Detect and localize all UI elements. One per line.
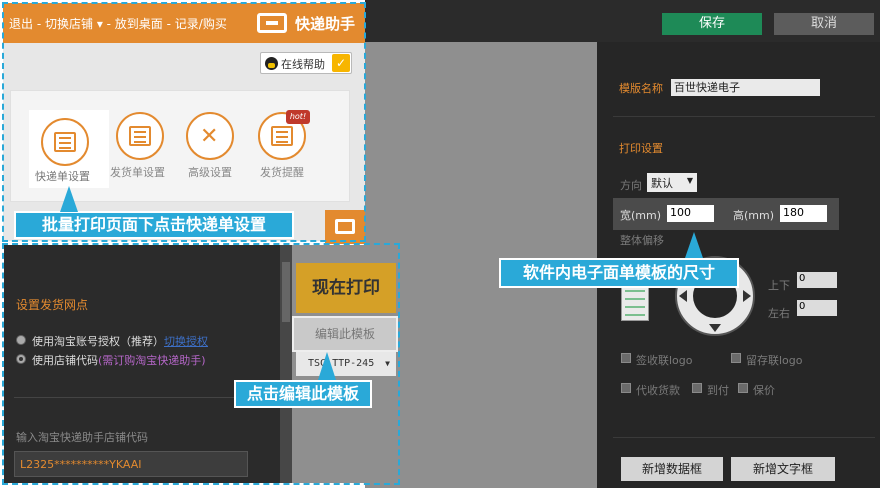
switch-store-link[interactable]: 切换店铺	[44, 17, 93, 31]
scrollbar-thumb[interactable]	[282, 262, 290, 322]
print-shortcut-button[interactable]	[325, 210, 365, 244]
save-button[interactable]: 保存	[662, 13, 762, 35]
add-data-box-button[interactable]: 新增数据框	[621, 457, 723, 481]
invoice-settings-button[interactable]	[116, 112, 164, 160]
shipping-reminder-label: 发货提醒	[260, 166, 304, 179]
checkbox-label: 到付	[707, 384, 729, 397]
option-taobao-auth: 使用淘宝账号授权（推荐）切换授权	[32, 333, 208, 349]
chevron-down-icon: ▼	[385, 359, 390, 368]
callout-pointer	[60, 186, 78, 212]
online-help-button[interactable]: 在线帮助 ✓	[260, 52, 352, 74]
store-code-input[interactable]: L2325**********YKAAI	[14, 451, 248, 477]
print-now-button[interactable]: 现在打印	[296, 263, 396, 313]
checkbox-keep-logo[interactable]	[731, 353, 741, 363]
width-input[interactable]: 100	[667, 205, 714, 222]
height-input[interactable]: 180	[780, 205, 827, 222]
radio-store-code[interactable]	[16, 354, 26, 364]
checkbox-freight-collect[interactable]	[692, 383, 702, 393]
checkbox-cod[interactable]	[621, 383, 631, 393]
app-logo-icon	[257, 13, 287, 33]
checkbox-sign-logo[interactable]	[621, 353, 631, 363]
annotation-step3: 点击编辑此模板	[234, 380, 372, 408]
width-label: 宽(mm)	[620, 209, 662, 222]
leftright-label: 左右	[768, 307, 790, 320]
advanced-settings-label: 高级设置	[188, 166, 232, 179]
direction-select[interactable]: 默认 ▼	[647, 173, 697, 192]
divider	[613, 437, 875, 438]
cancel-button[interactable]: 取消	[774, 13, 874, 35]
wrench-icon: ✕	[200, 124, 219, 149]
invoice-icon	[129, 126, 151, 146]
arrow-left-icon[interactable]	[679, 290, 687, 302]
truck-icon	[271, 126, 293, 146]
print-settings-label: 打印设置	[619, 142, 663, 155]
updown-label: 上下	[768, 279, 790, 292]
add-text-box-button[interactable]: 新增文字框	[731, 457, 835, 481]
exit-link[interactable]: 退出	[9, 17, 34, 31]
checkbox-label: 签收联logo	[636, 354, 693, 367]
qq-penguin-icon	[265, 57, 278, 70]
waybill-icon	[54, 132, 76, 152]
option-note: (需订购淘宝快递助手)	[98, 354, 206, 367]
option-label: 使用淘宝账号授权（推荐）	[32, 335, 164, 348]
waybill-settings-label: 快递单设置	[35, 170, 90, 183]
template-name-input[interactable]: 百世快递电子	[671, 79, 820, 96]
checkbox-label: 保价	[753, 384, 775, 397]
direction-label: 方向	[620, 179, 642, 192]
printer-icon	[335, 219, 355, 234]
direction-value: 默认	[651, 177, 673, 190]
option-store-code: 使用店铺代码(需订购淘宝快递助手)	[32, 352, 206, 368]
height-label: 高(mm)	[733, 209, 775, 222]
checkbox-insured[interactable]	[738, 383, 748, 393]
hot-badge: hot!	[286, 110, 310, 124]
sender-settings-panel	[4, 245, 280, 483]
shipping-reminder-button[interactable]: hot!	[258, 110, 310, 160]
callout-pointer	[318, 352, 336, 380]
printer-select[interactable]: TSC TTP-245 ▼	[296, 352, 396, 376]
app-header: 退出 - 切换店铺 ▾ - 放到桌面 - 记录/购买 快递助手	[3, 3, 365, 43]
annotation-step1: 批量打印页面下点击快递单设置	[14, 211, 294, 239]
crop-frame	[2, 243, 400, 485]
arrow-right-icon[interactable]	[743, 290, 751, 302]
chevron-down-icon: ▼	[686, 176, 693, 185]
crop-frame	[2, 2, 366, 242]
callout-pointer	[685, 232, 703, 258]
waybill-settings-button[interactable]	[41, 118, 89, 166]
app-name: 快递助手	[295, 15, 356, 33]
header-nav: 退出 - 切换店铺 ▾ - 放到桌面 - 记录/购买	[9, 17, 227, 31]
updown-input[interactable]: 0	[797, 272, 837, 288]
advanced-settings-button[interactable]: ✕	[186, 112, 234, 160]
records-purchase-link[interactable]: 记录/购买	[174, 17, 227, 31]
invoice-settings-label: 发货单设置	[110, 166, 165, 179]
arrow-down-icon[interactable]	[709, 324, 721, 332]
store-code-label: 输入淘宝快递助手店铺代码	[16, 431, 148, 444]
radio-taobao-auth[interactable]	[16, 335, 26, 345]
annotation-step2: 软件内电子面单模板的尺寸	[499, 258, 739, 288]
switch-auth-link[interactable]: 切换授权	[164, 335, 208, 348]
checkbox-label: 留存联logo	[746, 354, 803, 367]
divider	[613, 116, 875, 117]
checkmark-icon: ✓	[332, 54, 350, 72]
printer-value: TSC TTP-245	[308, 358, 375, 369]
offset-label: 整体偏移	[620, 234, 664, 247]
leftright-input[interactable]: 0	[797, 300, 837, 316]
sender-section-label: 设置发货网点	[16, 298, 89, 312]
option-label: 使用店铺代码	[32, 354, 98, 367]
edit-template-button[interactable]: 编辑此模板	[292, 316, 398, 352]
divider	[14, 397, 276, 398]
checkbox-label: 代收货款	[636, 384, 680, 397]
template-name-label: 模版名称	[619, 82, 663, 95]
template-thumbnail	[621, 283, 649, 321]
add-to-desktop-link[interactable]: 放到桌面	[114, 17, 163, 31]
online-help-label: 在线帮助	[281, 58, 325, 71]
